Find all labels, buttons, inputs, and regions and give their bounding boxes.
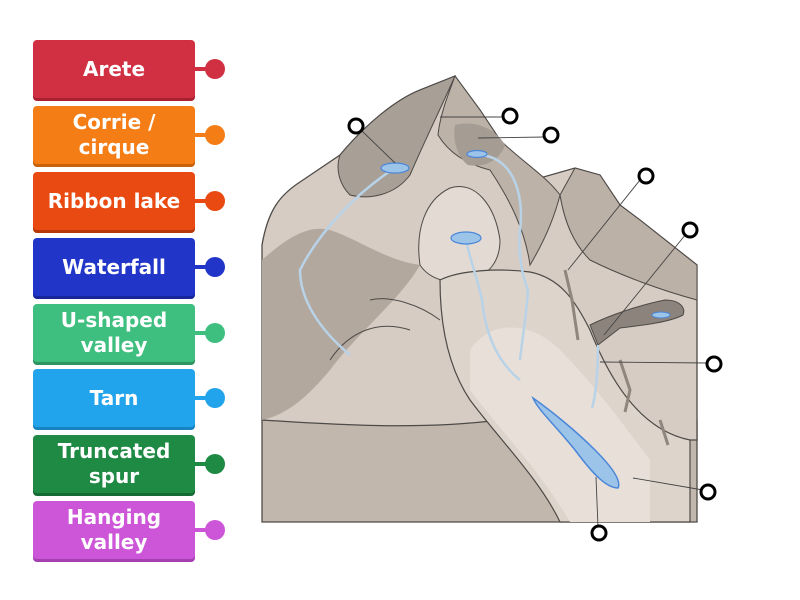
connector-truncated-spur[interactable] — [194, 454, 225, 474]
cliff-shadow — [563, 269, 670, 446]
connector-line — [194, 133, 210, 137]
label-text: Waterfall — [62, 254, 166, 279]
leader-lines — [361, 116, 709, 528]
connector-dot[interactable] — [205, 125, 225, 145]
connector-u-shaped-valley[interactable] — [194, 323, 225, 343]
drop-target-8[interactable] — [590, 524, 608, 542]
corrie-wall-left — [337, 75, 456, 198]
arete-ridge — [437, 74, 561, 267]
tarn-spur — [450, 231, 482, 245]
connector-dot[interactable] — [205, 257, 225, 277]
stream-spur — [464, 239, 521, 381]
label-tag-hanging-valley[interactable]: Hanging valley — [33, 501, 195, 559]
drop-target-5[interactable] — [681, 221, 699, 239]
stream-left — [298, 166, 396, 356]
connector-line — [194, 265, 210, 269]
label-text: Arete — [82, 56, 146, 81]
label-tag-ribbon-lake[interactable]: Ribbon lake — [33, 172, 195, 230]
label-text: Tarn — [89, 385, 139, 410]
label-text: Hanging valley — [66, 505, 162, 554]
connector-dot[interactable] — [205, 520, 225, 540]
label-tag-arete[interactable]: Arete — [33, 40, 195, 98]
right-ridge — [559, 167, 698, 301]
label-tag-tarn[interactable]: Tarn — [33, 369, 195, 427]
tarn-hanging — [651, 311, 671, 319]
label-text: Corrie / cirque — [72, 110, 156, 159]
connector-line — [194, 396, 210, 400]
stream-middle — [477, 153, 530, 361]
connector-dot[interactable] — [205, 59, 225, 79]
connector-line — [194, 528, 210, 532]
hanging-valley-notch — [589, 299, 685, 346]
tarn-left — [380, 162, 410, 174]
connector-dot[interactable] — [205, 454, 225, 474]
connector-tarn[interactable] — [194, 388, 225, 408]
drop-target-1[interactable] — [347, 117, 365, 135]
connector-line — [194, 67, 210, 71]
label-tag-u-shaped-valley[interactable]: U-shaped valley — [33, 304, 195, 362]
connector-dot[interactable] — [205, 388, 225, 408]
connector-line — [194, 199, 210, 203]
label-text: U-shaped valley — [60, 308, 168, 357]
label-text: Ribbon lake — [47, 188, 181, 213]
left-valley-outline — [329, 298, 441, 361]
label-tag-corrie-cirque[interactable]: Corrie / cirque — [33, 106, 195, 164]
drop-target-4[interactable] — [637, 167, 655, 185]
connector-line — [194, 331, 210, 335]
connector-arete[interactable] — [194, 59, 225, 79]
drop-target-3[interactable] — [542, 126, 560, 144]
connector-waterfall[interactable] — [194, 257, 225, 277]
connector-dot[interactable] — [205, 191, 225, 211]
label-text: Truncated spur — [57, 439, 171, 488]
waterfall-stream — [590, 344, 600, 409]
connector-ribbon-lake[interactable] — [194, 191, 225, 211]
connector-hanging-valley[interactable] — [194, 520, 225, 540]
connector-corrie-cirque[interactable] — [194, 125, 225, 145]
drop-target-7[interactable] — [699, 483, 717, 501]
label-tag-waterfall[interactable]: Waterfall — [33, 238, 195, 296]
connector-line — [194, 462, 210, 466]
ribbon-lake — [531, 395, 620, 489]
drop-target-2[interactable] — [501, 107, 519, 125]
connector-dot[interactable] — [205, 323, 225, 343]
label-tag-truncated-spur[interactable]: Truncated spur — [33, 435, 195, 493]
tarn-middle — [466, 149, 488, 159]
drop-target-6[interactable] — [705, 355, 723, 373]
